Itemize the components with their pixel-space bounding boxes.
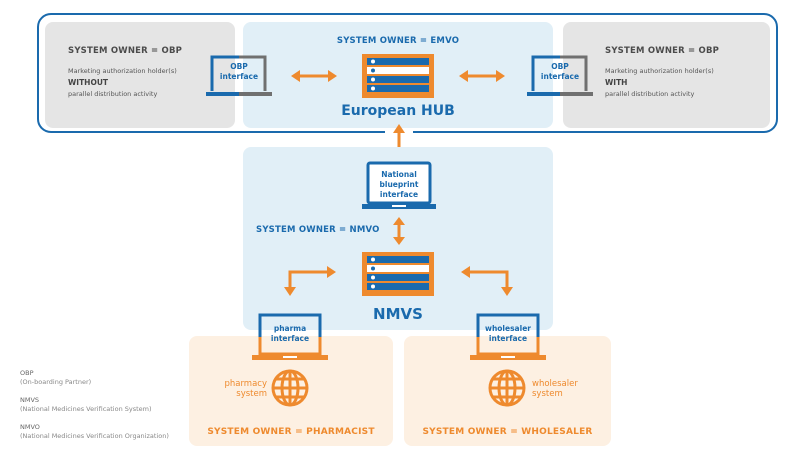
obp-laptop-icon-right: [527, 55, 593, 96]
european-hub-title: European HUB: [341, 103, 455, 119]
obp-without-description: Marketing authorization holder(s) WITHOU…: [68, 66, 177, 100]
obp-interface-label-left: OBP interface: [210, 62, 268, 82]
pharmacy-system-label: pharmacy system: [212, 379, 267, 399]
legend-full: (National Medicines Verification System): [20, 405, 152, 413]
label-line: pharma: [273, 324, 307, 333]
elbow-arrow-icon: [284, 266, 336, 296]
bidirectional-arrow-icon: [291, 70, 337, 82]
pharma-interface-label: pharma interface: [258, 324, 322, 344]
desc-emphasis: WITH: [605, 78, 628, 87]
bidirectional-arrow-icon: [393, 217, 405, 245]
legend-item: NMVO (National Medicines Verification Or…: [20, 423, 169, 441]
hub-owner: SYSTEM OWNER = EMVO: [336, 36, 460, 46]
european-hub-server-icon: [362, 54, 434, 98]
nmvs-server-icon: [362, 252, 434, 296]
nmvs-title: NMVS: [373, 305, 423, 323]
label-line: OBP: [230, 62, 248, 71]
obp-without-owner: SYSTEM OWNER = OBP: [68, 46, 183, 56]
label-line: interface: [270, 334, 310, 343]
label-line: wholesaler: [532, 379, 578, 389]
obp-with-owner: SYSTEM OWNER = OBP: [605, 46, 720, 56]
legend-item: NMVS (National Medicines Verification Sy…: [20, 396, 169, 414]
wholesaler-interface-label: wholesaler interface: [474, 324, 542, 344]
label-line: interface: [488, 334, 528, 343]
obp-laptop-icon-left: [206, 55, 272, 96]
label-line: National: [381, 170, 417, 179]
label-line: OBP: [551, 62, 569, 71]
label-line: pharmacy: [224, 379, 267, 389]
national-blueprint-laptop-icon: [362, 161, 436, 209]
desc-emphasis: WITHOUT: [68, 78, 109, 87]
legend-abbr: NMVO: [20, 423, 40, 431]
legend-abbr: OBP: [20, 369, 34, 377]
nmvs-owner: SYSTEM OWNER = NMVO: [256, 225, 380, 235]
legend-full: (On-boarding Partner): [20, 378, 92, 386]
label-line: wholesaler: [485, 324, 531, 333]
label-line: blueprint: [379, 180, 419, 189]
label-line: interface: [540, 72, 580, 81]
wholesaler-globe-icon: [488, 369, 526, 407]
pharma-laptop-icon: [252, 313, 328, 360]
desc-line: Marketing authorization holder(s): [68, 67, 177, 75]
legend-abbr: NMVS: [20, 396, 40, 404]
pharmacy-globe-icon: [271, 369, 309, 407]
label-line: system: [532, 389, 563, 399]
bidirectional-arrow-icon: [459, 70, 505, 82]
legend-full: (National Medicines Verification Organiz…: [20, 432, 169, 440]
desc-line: parallel distribution activity: [605, 90, 695, 98]
desc-line: parallel distribution activity: [68, 90, 158, 98]
pharmacist-owner: SYSTEM OWNER = PHARMACIST: [207, 427, 375, 437]
legend-item: OBP (On-boarding Partner): [20, 369, 169, 387]
label-line: system: [236, 389, 267, 399]
national-blueprint-interface-label: National blueprint interface: [368, 170, 430, 200]
wholesaler-system-label: wholesaler system: [532, 379, 578, 399]
elbow-arrow-icon: [461, 266, 513, 296]
label-line: interface: [219, 72, 259, 81]
obp-without-panel: [45, 22, 235, 128]
obp-with-description: Marketing authorization holder(s) WITH p…: [605, 66, 714, 100]
desc-line: Marketing authorization holder(s): [605, 67, 714, 75]
obp-interface-label-right: OBP interface: [531, 62, 589, 82]
obp-with-panel: [563, 22, 770, 128]
wholesaler-laptop-icon: [470, 313, 546, 360]
legend: OBP (On-boarding Partner) NMVS (National…: [20, 369, 169, 441]
wholesaler-owner: SYSTEM OWNER = WHOLESALER: [422, 427, 593, 437]
label-line: interface: [379, 190, 419, 199]
